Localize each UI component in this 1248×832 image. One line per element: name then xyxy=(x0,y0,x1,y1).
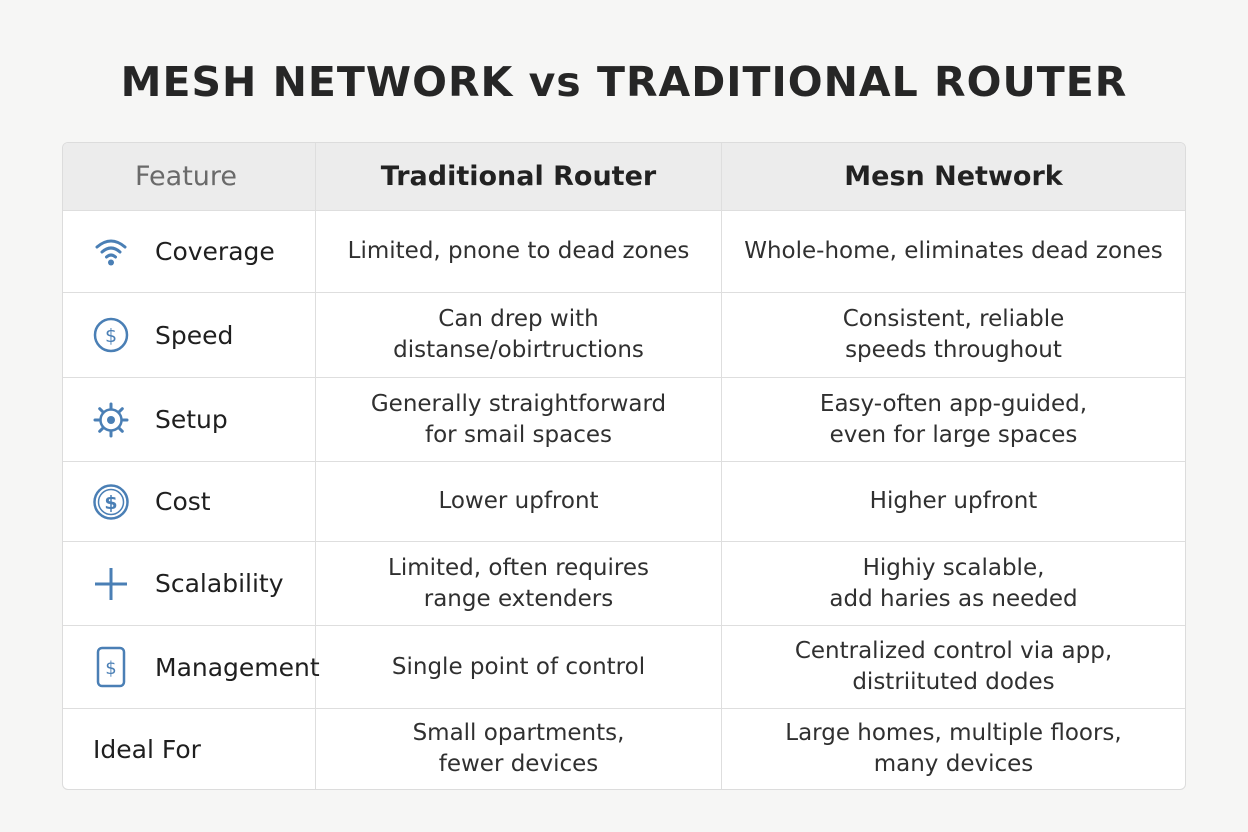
feature-label: Ideal For xyxy=(93,734,201,764)
gear-icon xyxy=(91,400,131,440)
speed-icon: $ xyxy=(91,315,131,355)
feature-cell: Setup xyxy=(63,378,316,461)
traditional-value: Single point of control xyxy=(316,626,722,708)
feature-cell: $ Management xyxy=(63,626,320,708)
traditional-value: Limited, pnone to dead zones xyxy=(316,211,722,292)
traditional-value: Lower upfront xyxy=(316,462,722,541)
mesh-value: Large homes, multiple floors, many devic… xyxy=(785,720,1122,777)
feature-label: Management xyxy=(155,652,320,682)
dollar-icon: $ xyxy=(91,482,131,522)
table-header-row: Feature Traditional Router Mesn Network xyxy=(63,143,1185,211)
feature-label: Scalability xyxy=(155,569,284,598)
table-row-scalability: Scalability Limited, often requires rang… xyxy=(63,542,1185,626)
mesh-value: Higher upfront xyxy=(869,488,1038,514)
table-row-management: $ Management Single point of control Cen… xyxy=(63,626,1185,709)
comparison-table: Feature Traditional Router Mesn Network … xyxy=(62,142,1186,790)
page-title: MESH NETWORK vs TRADITIONAL ROUTER xyxy=(120,58,1128,106)
table-row-ideal-for: Ideal For Small opartments, fewer device… xyxy=(63,709,1185,789)
feature-cell: $ Cost xyxy=(63,462,316,541)
traditional-value: Small opartments, fewer devices xyxy=(316,709,722,789)
mesh-value: Centralized control via app, distriitute… xyxy=(794,638,1113,695)
mesh-value: Easy-often app-guided, even for large sp… xyxy=(819,390,1088,448)
feature-cell: Ideal For xyxy=(63,709,316,789)
table-row-cost: $ Cost Lower upfront Higher upfront xyxy=(63,462,1185,542)
header-traditional-router: Traditional Router xyxy=(316,143,722,210)
feature-cell: $ Speed xyxy=(63,293,316,377)
feature-label: Setup xyxy=(155,405,228,434)
wifi-icon xyxy=(91,232,131,272)
table-row-speed: $ Speed Can drep with distanse/obirtruct… xyxy=(63,293,1185,378)
table-row-setup: Setup Generally straightforward for smai… xyxy=(63,378,1185,462)
traditional-value: Limited, often requires range extenders xyxy=(316,542,722,625)
header-feature: Feature xyxy=(63,143,316,210)
traditional-value: Can drep with distanse/obirtructions xyxy=(316,293,722,377)
mesh-value: Consistent, reliable speeds throughout xyxy=(842,306,1065,363)
mesh-value: Highiy scalable, add haries as needed xyxy=(829,554,1078,612)
feature-cell: Coverage xyxy=(63,211,316,292)
feature-label: Speed xyxy=(155,320,234,350)
svg-text:$: $ xyxy=(105,325,117,347)
svg-text:$: $ xyxy=(105,658,116,679)
svg-text:$: $ xyxy=(104,492,117,514)
header-mesh-network: Mesn Network xyxy=(844,161,1063,192)
feature-label: Coverage xyxy=(155,237,275,266)
table-row-coverage: Coverage Limited, pnone to dead zones Wh… xyxy=(63,211,1185,293)
plus-icon xyxy=(91,564,131,604)
mesh-value: Whole-home, eliminates dead zones xyxy=(744,238,1163,264)
phone-app-icon: $ xyxy=(91,646,131,688)
feature-cell: Scalability xyxy=(63,542,316,625)
traditional-value: Generally straightforward for smail spac… xyxy=(316,378,722,461)
feature-label: Cost xyxy=(155,487,211,516)
